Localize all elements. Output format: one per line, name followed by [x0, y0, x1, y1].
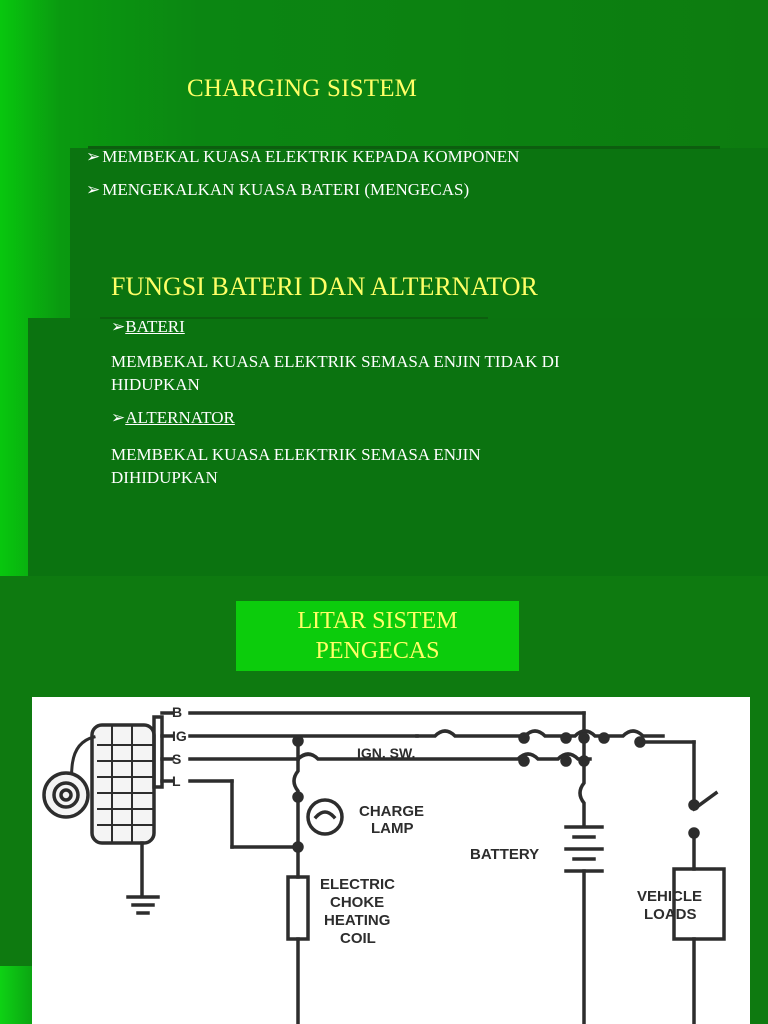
charging-circuit-diagram: B IG S L IGN. SW. CHARGE LAMP BATTERY EL… — [32, 697, 750, 1024]
circuit-svg: B IG S L IGN. SW. CHARGE LAMP BATTERY EL… — [42, 704, 726, 1024]
slide-title-box: LITAR SISTEM PENGECAS — [236, 601, 519, 671]
paragraph-line: HIDUPKAN — [111, 375, 200, 394]
section-heading: FUNGSI BATERI DAN ALTERNATOR — [111, 272, 538, 301]
title-line: PENGECAS — [315, 638, 440, 664]
load-switch-icon — [691, 790, 719, 812]
terminal-label: L — [172, 773, 181, 789]
slide-charging-system: CHARGING SISTEM ➢MEMBEKAL KUASA ELEKTRIK… — [0, 0, 768, 576]
battery-icon — [564, 825, 604, 873]
terminal-label: B — [172, 704, 182, 720]
divider-line — [100, 317, 488, 319]
charge-lamp-label: CHARGE — [359, 803, 424, 820]
alternator-icon — [42, 715, 164, 845]
bullet-text: MEMBEKAL KUASA ELEKTRIK KEPADA KOMPONEN — [102, 147, 520, 166]
battery-label: BATTERY — [470, 846, 539, 863]
background-panel — [28, 318, 768, 576]
loads-label: VEHICLE — [637, 888, 702, 905]
sub-heading-text: ALTERNATOR — [125, 408, 235, 427]
divider-line — [88, 146, 720, 149]
arrow-bullet-icon: ➢ — [86, 180, 101, 199]
ground-icon — [126, 895, 160, 915]
bullet-item: ➢MENGEKALKAN KUASA BATERI (MENGECAS) — [86, 180, 469, 200]
paragraph-line: MEMBEKAL KUASA ELEKTRIK SEMASA ENJIN — [111, 445, 481, 464]
slide-title: CHARGING SISTEM — [187, 75, 418, 102]
choke-label: CHOKE — [330, 894, 384, 911]
choke-label: ELECTRIC — [320, 876, 395, 893]
arrow-bullet-icon: ➢ — [111, 317, 126, 336]
paragraph-line: DIHIDUPKAN — [111, 468, 218, 487]
arrow-bullet-icon: ➢ — [86, 147, 101, 166]
ign-switch-label: IGN. SW. — [357, 745, 415, 761]
paragraph-line: MEMBEKAL KUASA ELEKTRIK SEMASA ENJIN TID… — [111, 352, 560, 371]
slide-charging-circuit: LITAR SISTEM PENGECAS — [0, 576, 768, 1024]
title-line: LITAR SISTEM — [297, 608, 458, 634]
vehicle-loads-box — [672, 867, 726, 941]
terminal-label: IG — [172, 728, 187, 744]
description-paragraph: MEMBEKAL KUASA ELEKTRIK SEMASA ENJIN TID… — [111, 350, 671, 396]
choke-label: HEATING — [324, 912, 390, 929]
choke-label: COIL — [340, 930, 376, 947]
charge-lamp-label: LAMP — [371, 820, 414, 837]
description-paragraph: MEMBEKAL KUASA ELEKTRIK SEMASA ENJIN DIH… — [111, 443, 671, 489]
sub-heading-text: BATERI — [125, 317, 185, 336]
sub-heading-alternator: ➢ALTERNATOR — [111, 408, 235, 428]
bullet-item: ➢MEMBEKAL KUASA ELEKTRIK KEPADA KOMPONEN — [86, 147, 519, 167]
charge-lamp-icon — [306, 798, 344, 836]
bullet-text: MENGEKALKAN KUASA BATERI (MENGECAS) — [102, 180, 470, 199]
arrow-bullet-icon: ➢ — [111, 408, 126, 427]
sub-heading-bateri: ➢BATERI — [111, 317, 185, 337]
choke-coil-icon — [286, 875, 310, 941]
terminal-label: S — [172, 751, 181, 767]
loads-label: LOADS — [644, 906, 697, 923]
